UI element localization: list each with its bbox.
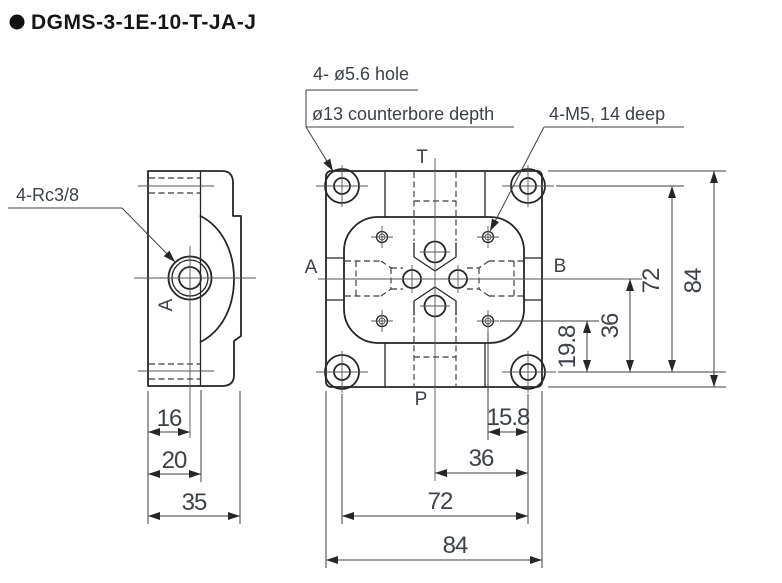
front-view-outline [325, 170, 543, 388]
dim-84-bottom: 84 [443, 532, 468, 559]
hidden-passages [345, 172, 524, 386]
page-title: DGMS-3-1E-10-T-JA-J [31, 11, 256, 34]
dim-84-right: 84 [680, 268, 707, 293]
title-bullet [9, 14, 25, 30]
hole-callout-line2: ø13 counterbore depth [312, 104, 494, 124]
mounting-hole-bottom-left [316, 351, 368, 393]
port-t-label: T [416, 147, 428, 168]
port-p-label: P [415, 389, 428, 410]
front-view-centerlines [318, 158, 642, 481]
dim-36-bottom: 36 [469, 445, 494, 472]
mounting-pad [343, 216, 525, 344]
side-ports-leader [121, 207, 176, 263]
side-view-callout: 4-Rc3/8 [8, 185, 176, 263]
right-dimensions: 19.8 36 72 84 [500, 170, 726, 388]
side-view-hidden-lines [149, 177, 200, 380]
m5-hole-bottom-left [371, 310, 393, 332]
side-view-centerlines [134, 185, 256, 438]
dim-72-bottom: 72 [428, 488, 453, 515]
mounting-holes [316, 165, 556, 393]
side-view: A 4-Rc3/8 16 20 35 [8, 170, 256, 524]
dim-15-8: 15.8 [487, 404, 530, 431]
hole-callout: 4- ø5.6 hole ø13 counterbore depth [305, 64, 514, 172]
dim-19-8: 19.8 [554, 325, 581, 368]
m5-hole-bottom-right [477, 310, 499, 332]
mounting-hole-bottom-right [502, 351, 556, 393]
title: DGMS-3-1E-10-T-JA-J [9, 11, 256, 34]
port-a-label: A [305, 257, 318, 278]
thread-callout-leader [489, 126, 545, 232]
front-view: T A B P 4- ø5.6 hole ø13 counterbore dep… [305, 64, 726, 568]
side-view-port-label: A [156, 298, 177, 311]
mounting-hole-top-right [502, 165, 554, 207]
mounting-hole-top-left [316, 165, 368, 207]
dim-20: 20 [162, 447, 187, 474]
side-ports-callout-text: 4-Rc3/8 [16, 185, 79, 205]
dim-35: 35 [182, 489, 207, 516]
bottom-dimensions: 15.8 36 72 84 [325, 332, 543, 568]
side-view-dimensions: 16 20 35 [147, 390, 241, 524]
port-b-label: B [554, 256, 567, 277]
m5-hole-top-left [371, 226, 393, 248]
dim-16: 16 [157, 405, 182, 432]
dim-36-right: 36 [597, 313, 624, 338]
hole-callout-leader [305, 126, 334, 172]
thread-callout-text: 4-M5, 14 deep [549, 104, 665, 124]
dim-72-right: 72 [638, 268, 665, 293]
m5-hole-top-right [477, 226, 499, 248]
m5-holes [371, 226, 499, 332]
hole-callout-line1: 4- ø5.6 hole [313, 64, 409, 84]
thread-callout: 4-M5, 14 deep [489, 104, 684, 232]
